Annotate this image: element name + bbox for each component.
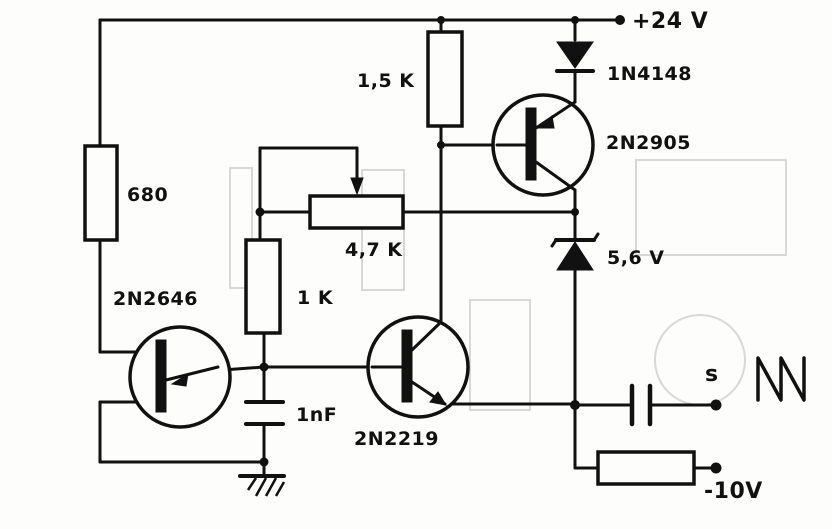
transistor-2n2646: [128, 325, 232, 429]
zener-diode: [550, 232, 600, 271]
potentiometer-4k7: [308, 177, 405, 230]
label-1nf: 1nF: [296, 404, 337, 426]
resistor-1k: [244, 238, 282, 335]
label-680: 680: [127, 184, 168, 206]
capacitor-output: [629, 383, 653, 427]
diode-1n4148: [555, 41, 595, 73]
label-1k: 1 K: [297, 287, 334, 309]
label-1n4148: 1N4148: [607, 63, 692, 85]
label-2n2219: 2N2219: [354, 428, 439, 450]
transistor-2n2905: [491, 93, 595, 197]
output-label: s: [705, 362, 719, 387]
resistor-output: [596, 450, 696, 486]
resistor-680: [83, 144, 119, 242]
resistor-1k5: [426, 30, 464, 128]
label-2n2905: 2N2905: [606, 132, 691, 154]
label-2n2646: 2N2646: [113, 288, 198, 310]
ground-icon: [238, 460, 286, 497]
supply-positive-label: +24 V: [632, 9, 708, 34]
label-4k7: 4,7 K: [345, 239, 403, 261]
supply-negative-label: -10V: [704, 479, 763, 504]
transistor-2n2219: [366, 315, 470, 419]
label-1k5: 1,5 K: [357, 70, 415, 92]
label-zener: 5,6 V: [607, 247, 664, 269]
capacitor-1nf: [244, 400, 285, 426]
sawtooth-waveform-icon: [756, 356, 806, 402]
